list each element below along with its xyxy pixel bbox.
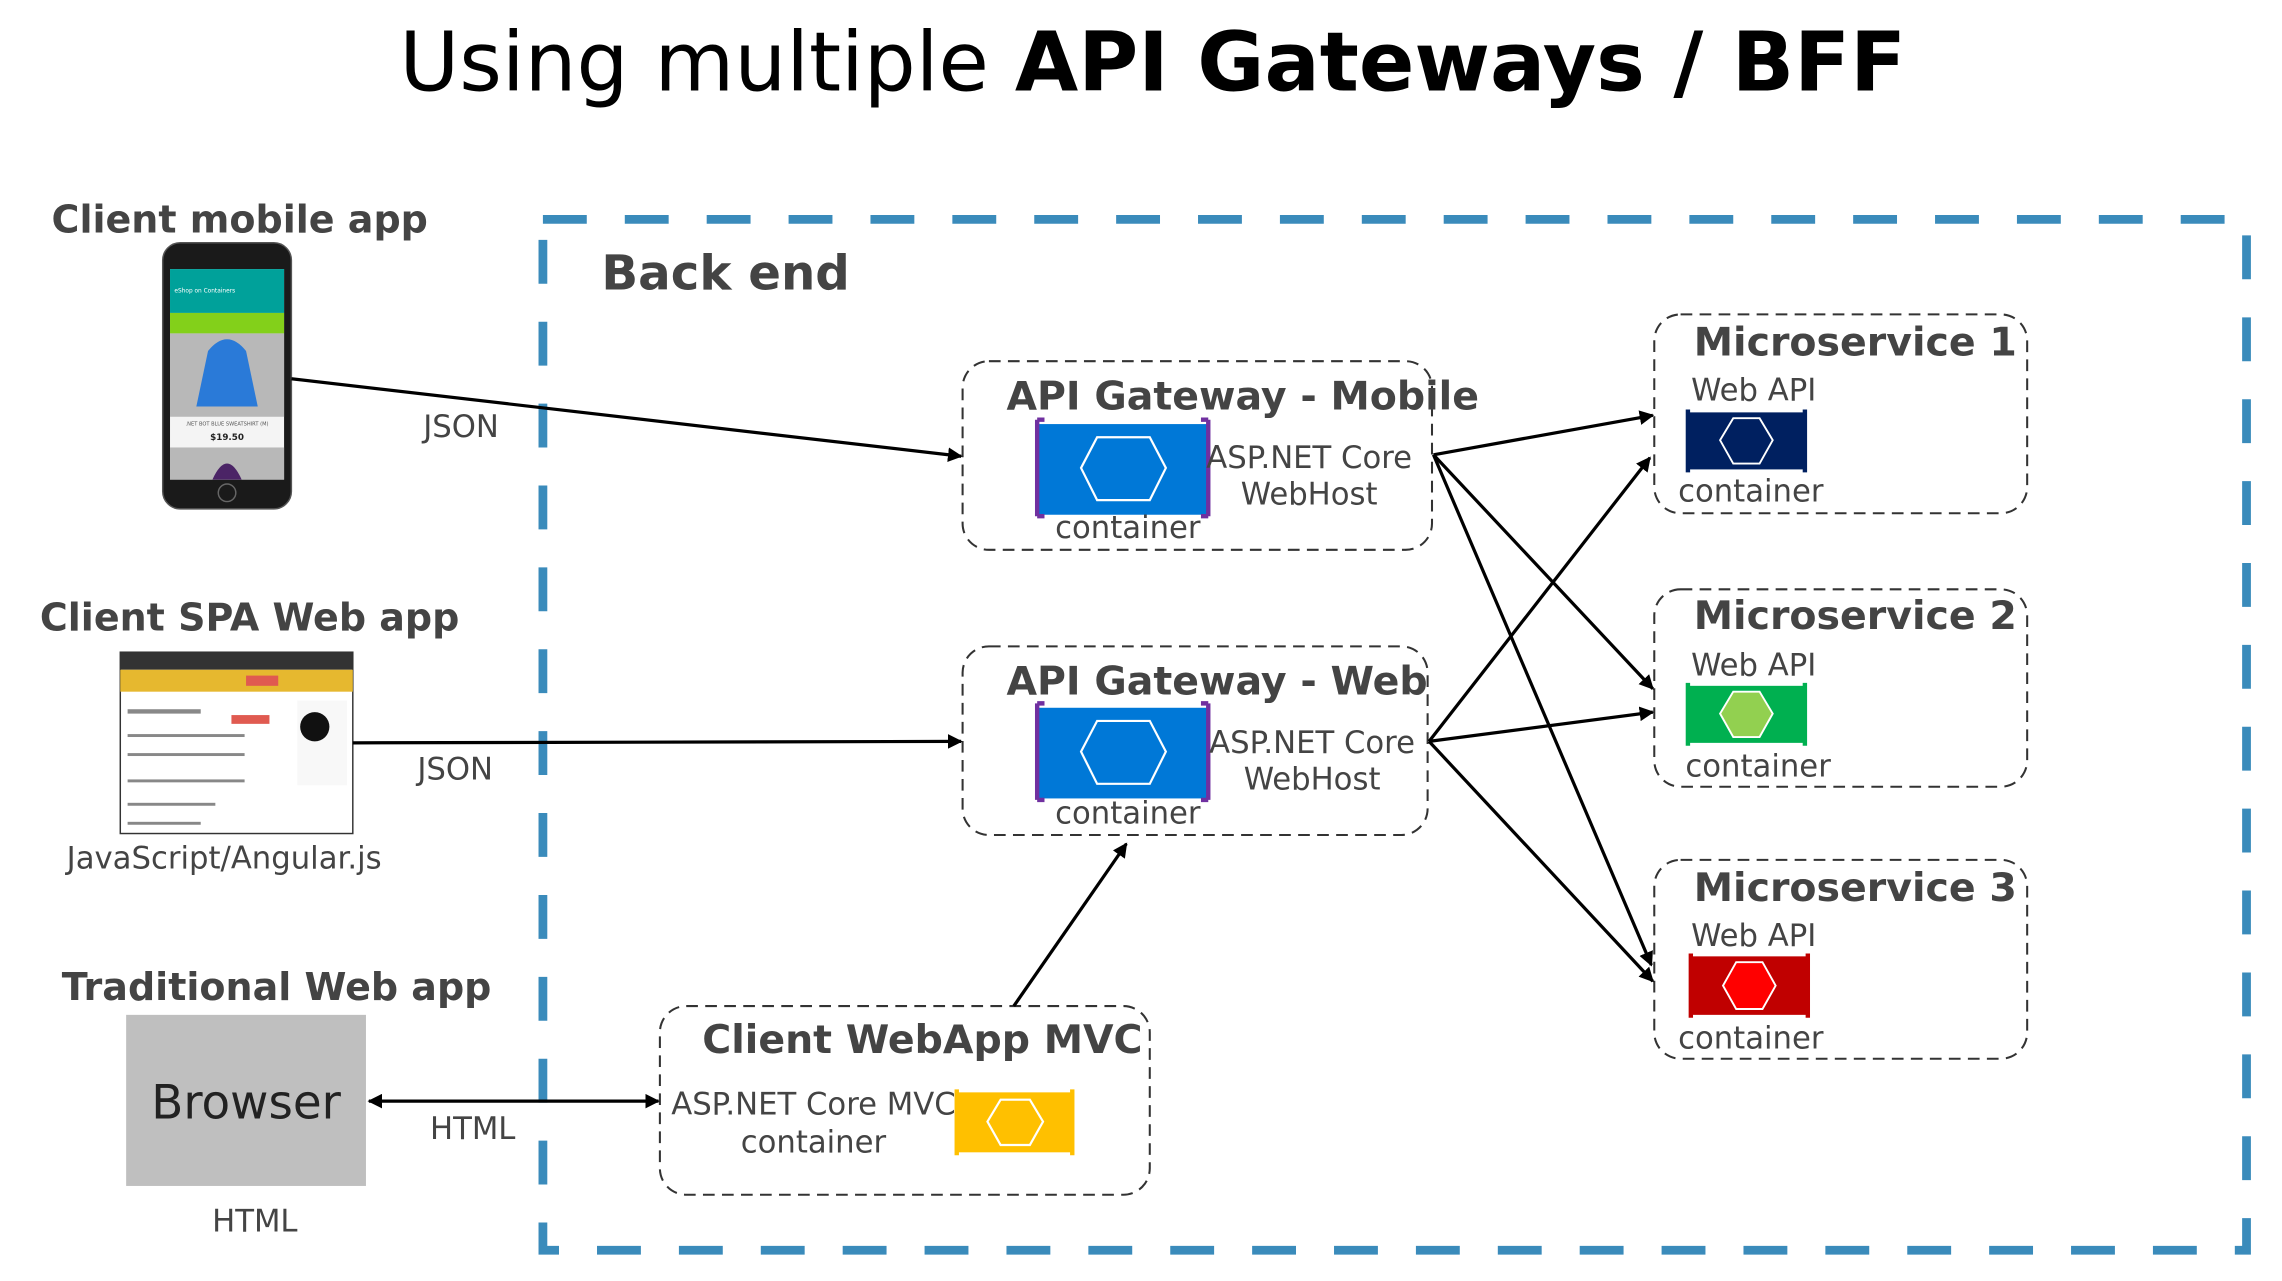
browser-caption: HTML [212, 1204, 297, 1239]
svg-text:Microservice 2: Microservice 2 [1694, 593, 2017, 639]
hexagon-icon [1079, 719, 1168, 785]
svg-text:Web API: Web API [1691, 919, 1816, 954]
mobile-protocol-label: JSON [421, 410, 499, 445]
hexagon-icon [1718, 417, 1774, 465]
backend-label: Back end [601, 246, 849, 302]
svg-text:container: container [1685, 749, 1831, 784]
client-spa-label: Client SPA Web app [40, 595, 460, 639]
hexagon-icon [1721, 961, 1777, 1010]
microservice-2: Microservice 2 Web API container [1653, 588, 2029, 788]
container-icon [958, 1092, 1073, 1153]
page-title: Using multiple API Gateways / BFF [399, 16, 1906, 111]
svg-text:API Gateway - Web: API Gateway - Web [1006, 659, 1427, 705]
arrow-gwm-ms1 [1433, 410, 1655, 457]
svg-text:ASP.NET Core MVC: ASP.NET Core MVC [671, 1087, 955, 1122]
svg-text:ASP.NET Core: ASP.NET Core [1206, 441, 1412, 476]
svg-text:eShop on Containers: eShop on Containers [174, 288, 235, 294]
svg-text:container: container [1055, 796, 1201, 831]
arrow-gwm-ms3 [1431, 454, 1653, 967]
svg-text:Web API: Web API [1691, 374, 1816, 409]
arrow-gww-ms2 [1428, 706, 1655, 743]
arrow-gwm-ms2 [1432, 453, 1654, 690]
backend-boundary [538, 214, 2251, 1255]
phone-image: eShop on Containers .NET BOT BLUE SWEATS… [161, 242, 293, 510]
svg-text:container: container [1678, 475, 1824, 510]
hexagon-icon [986, 1098, 1045, 1147]
microservice-3: Microservice 3 Web API container [1653, 858, 2029, 1060]
svg-text:Microservice 1: Microservice 1 [1694, 319, 2017, 365]
svg-text:.NET BOT BLUE SWEATSHIRT (M): .NET BOT BLUE SWEATSHIRT (M) [186, 422, 269, 428]
svg-text:WebHost: WebHost [1241, 478, 1378, 513]
microservice-1: Microservice 1 Web API container [1653, 313, 2029, 515]
connections [291, 377, 1655, 1109]
client-mobile-label: Client mobile app [52, 198, 428, 242]
browser-label: Browser [151, 1077, 341, 1131]
svg-text:ASP.NET Core: ASP.NET Core [1209, 726, 1415, 761]
arrow-mvc-to-gateway-web [1012, 842, 1128, 1007]
html-protocol-label: HTML [430, 1112, 515, 1147]
hexagon-icon [1718, 690, 1774, 738]
svg-text:$19.50: $19.50 [210, 433, 244, 443]
traditional-web-label: Traditional Web app [62, 965, 492, 1009]
api-gateway-mobile: API Gateway - Mobile ASP.NET Core WebHos… [961, 360, 1479, 551]
hexagon-icon [1079, 436, 1168, 502]
svg-text:Client WebApp MVC: Client WebApp MVC [702, 1017, 1142, 1063]
spa-screenshot-image [119, 651, 354, 835]
arrow-gww-ms3 [1427, 740, 1654, 983]
arrow-gww-ms1 [1427, 456, 1652, 743]
svg-text:container: container [1055, 511, 1201, 546]
browser-box [126, 1014, 366, 1186]
arrow-mobile-to-gateway [291, 377, 963, 462]
svg-text:Microservice 3: Microservice 3 [1694, 865, 2017, 911]
svg-text:WebHost: WebHost [1244, 763, 1381, 798]
svg-text:Web API: Web API [1691, 649, 1816, 684]
svg-text:API Gateway - Mobile: API Gateway - Mobile [1006, 373, 1479, 419]
svg-text:container: container [741, 1125, 887, 1160]
spa-caption: JavaScript/Angular.js [65, 842, 382, 877]
svg-text:container: container [1678, 1021, 1824, 1056]
client-webapp-mvc: Client WebApp MVC ASP.NET Core MVC conta… [658, 1005, 1151, 1196]
spa-protocol-label: JSON [415, 752, 493, 787]
arrow-spa-to-gateway [352, 734, 963, 749]
api-gateway-web: API Gateway - Web ASP.NET Core WebHost c… [961, 645, 1429, 837]
